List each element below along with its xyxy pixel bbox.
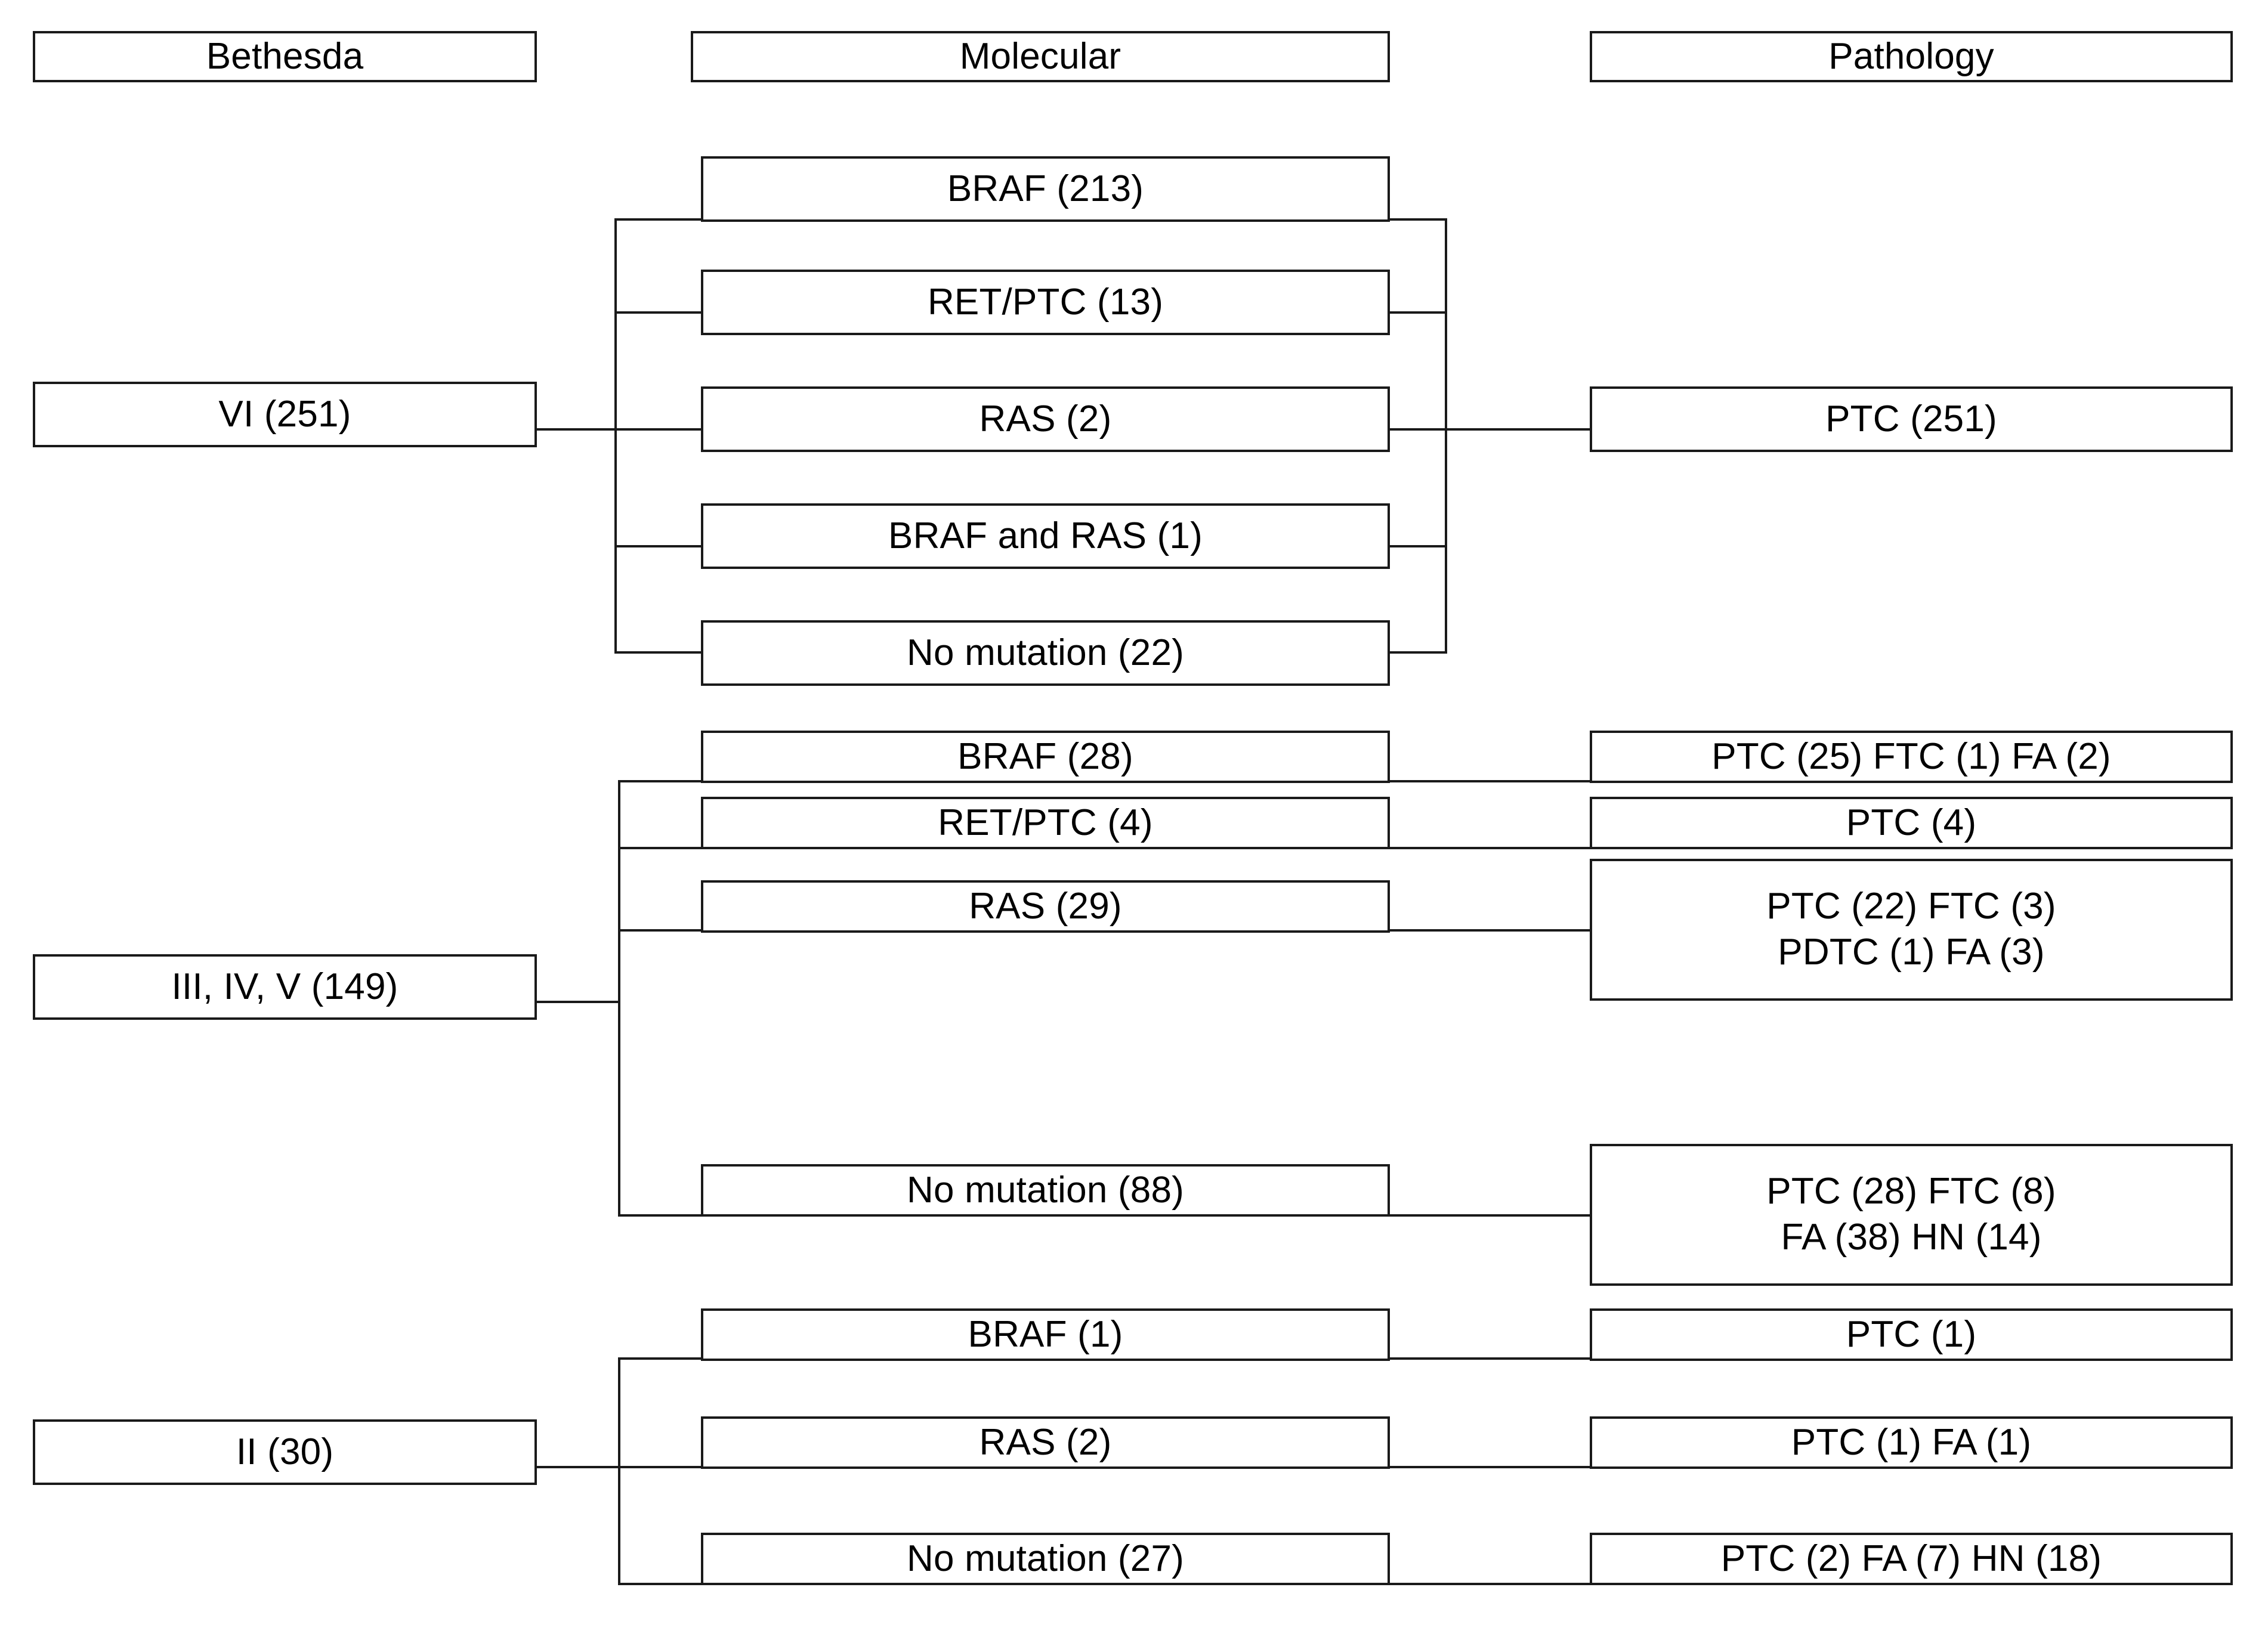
connector-stub-vi-braf xyxy=(614,218,703,221)
connector-stub-vi-retptc xyxy=(614,311,703,314)
molecular-box-vi-braf: BRAF (213) xyxy=(701,156,1390,222)
connector-iii-braf-to-pathology xyxy=(1390,780,1593,782)
molecular-box-vi-retptc: RET/PTC (13) xyxy=(701,270,1390,335)
connector-stub-iii-nomutation xyxy=(618,1214,703,1217)
connector-iii-ras-to-pathology xyxy=(1390,929,1593,932)
connector-bethesda-vi-stem xyxy=(537,428,617,431)
molecular-box-iii-ras: RAS (29) xyxy=(701,880,1390,933)
molecular-box-ii-nomutation: No mutation (27) xyxy=(701,1533,1390,1585)
molecular-box-vi-nomutation: No mutation (22) xyxy=(701,620,1390,686)
connector-ii-nomutation-to-pathology xyxy=(1390,1583,1593,1585)
bethesda-box-vi: VI (251) xyxy=(33,382,537,447)
pathology-box-iii-retptc: PTC (4) xyxy=(1590,797,2233,849)
connector-stub-ii-nomutation xyxy=(618,1583,703,1585)
connector-stub-vi-retptc-right xyxy=(1390,311,1447,314)
pathology-box-iii-ras: PTC (22) FTC (3) PDTC (1) FA (3) xyxy=(1590,859,2233,1001)
bethesda-box-iii-iv-v: III, IV, V (149) xyxy=(33,954,537,1020)
connector-ii-braf-to-pathology xyxy=(1390,1357,1593,1360)
connector-stub-vi-braf-right xyxy=(1390,218,1447,221)
connector-stub-iii-braf xyxy=(618,780,703,782)
connector-stub-ii-ras xyxy=(618,1466,703,1468)
molecular-box-vi-brafras: BRAF and RAS (1) xyxy=(701,503,1390,569)
connector-stub-vi-ras-right xyxy=(1390,428,1447,431)
connector-left-bracket-vi xyxy=(614,218,617,654)
connector-iii-nomutation-to-pathology xyxy=(1390,1214,1593,1217)
connector-left-bracket-iii xyxy=(618,780,620,1217)
molecular-box-ii-ras: RAS (2) xyxy=(701,1416,1390,1469)
pathology-box-iii-braf: PTC (25) FTC (1) FA (2) xyxy=(1590,731,2233,783)
connector-stub-vi-ras xyxy=(614,428,703,431)
connector-stub-iii-ras xyxy=(618,929,703,932)
connector-pathology-vi-stem xyxy=(1445,428,1593,431)
connector-ii-ras-to-pathology xyxy=(1390,1466,1593,1468)
connector-stub-ii-braf xyxy=(618,1357,703,1360)
pathology-box-vi-ptc: PTC (251) xyxy=(1590,386,2233,452)
column-header-molecular: Molecular xyxy=(691,31,1390,82)
pathology-box-ii-braf: PTC (1) xyxy=(1590,1308,2233,1361)
connector-stub-vi-nomutation xyxy=(614,651,703,654)
connector-stub-iii-retptc xyxy=(618,847,703,849)
pathology-box-iii-nomutation: PTC (28) FTC (8) FA (38) HN (14) xyxy=(1590,1144,2233,1286)
connector-right-bracket-vi xyxy=(1445,218,1447,654)
bethesda-box-ii: II (30) xyxy=(33,1419,537,1485)
pathology-box-ii-nomutation: PTC (2) FA (7) HN (18) xyxy=(1590,1533,2233,1585)
connector-left-bracket-ii xyxy=(618,1357,620,1585)
column-header-bethesda: Bethesda xyxy=(33,31,537,82)
connector-stub-vi-brafras-right xyxy=(1390,545,1447,547)
connector-stub-vi-nomutation-right xyxy=(1390,651,1447,654)
connector-bethesda-ii-stem xyxy=(537,1466,620,1468)
connector-stub-vi-brafras xyxy=(614,545,703,547)
molecular-box-iii-retptc: RET/PTC (4) xyxy=(701,797,1390,849)
connector-iii-retptc-to-pathology xyxy=(1390,847,1593,849)
pathology-box-ii-ras: PTC (1) FA (1) xyxy=(1590,1416,2233,1469)
molecular-box-iii-braf: BRAF (28) xyxy=(701,731,1390,783)
molecular-box-ii-braf: BRAF (1) xyxy=(701,1308,1390,1361)
molecular-box-vi-ras: RAS (2) xyxy=(701,386,1390,452)
connector-bethesda-iii-stem xyxy=(537,1001,620,1003)
molecular-box-iii-nomutation: No mutation (88) xyxy=(701,1164,1390,1217)
column-header-pathology: Pathology xyxy=(1590,31,2233,82)
